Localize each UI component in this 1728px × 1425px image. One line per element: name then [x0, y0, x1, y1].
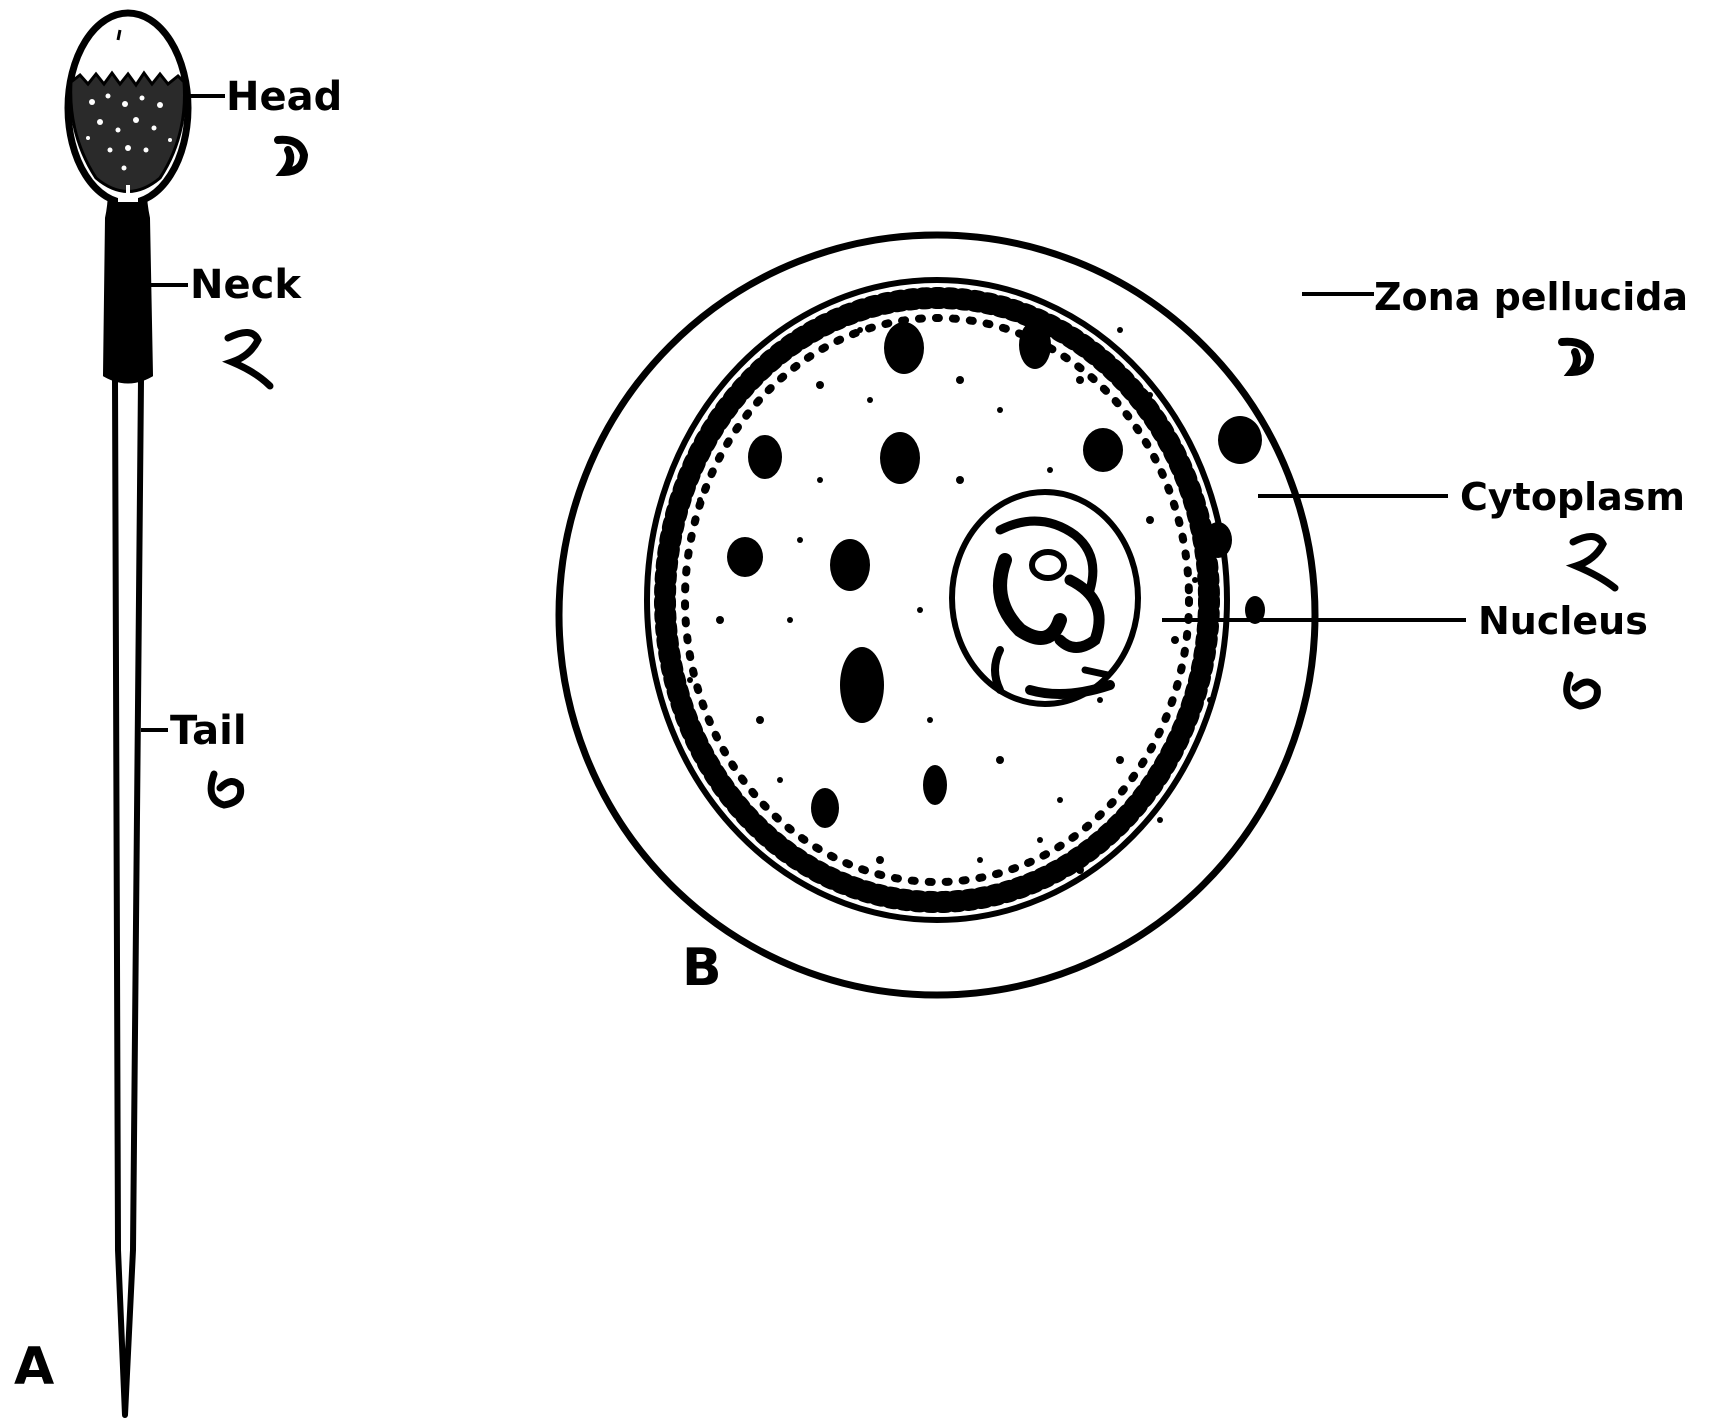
nucleus-label: Nucleus	[1478, 599, 1648, 643]
panel-letter-a: A	[14, 1337, 54, 1397]
sperm-cell: Head Neck Tail A	[14, 13, 342, 1415]
head-label: Head	[226, 74, 342, 120]
sperm-head-mark	[118, 30, 120, 40]
neck-label: Neck	[190, 262, 302, 308]
ovum-cell: Zona pellucida Cytoplasm Nucleus B	[559, 235, 1688, 998]
tail-handwritten-mark	[211, 774, 241, 805]
cytoplasm-label: Cytoplasm	[1460, 475, 1685, 519]
zona-pellucida-label: Zona pellucida	[1374, 275, 1688, 319]
panel-letter-b: B	[682, 938, 722, 998]
sperm-tail	[115, 380, 141, 1415]
tail-label: Tail	[170, 708, 247, 754]
nucleolus	[1032, 552, 1064, 578]
zona-handwritten-mark	[1562, 342, 1590, 372]
neck-handwritten-mark	[228, 332, 270, 386]
head-handwritten-mark	[278, 140, 304, 172]
cytoplasm-handwritten-mark	[1573, 536, 1615, 588]
nucleus-handwritten-mark	[1567, 675, 1598, 706]
